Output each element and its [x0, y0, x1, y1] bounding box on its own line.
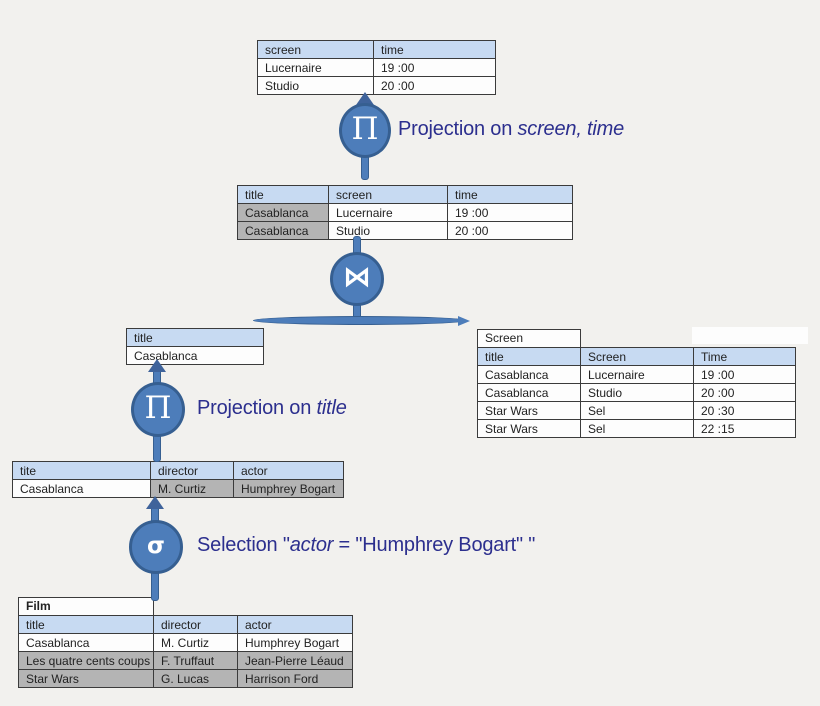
arrow-up-into-title-table [148, 359, 166, 372]
table-cell: 20 :00 [693, 383, 796, 402]
table-cell: F. Truffaut [153, 651, 238, 670]
join-collector-bar-tip [458, 316, 470, 326]
table-header-row: title Screen Time [477, 347, 796, 366]
table-header-row: title director actor [18, 615, 353, 634]
arrow-up-into-final-table [356, 92, 374, 105]
title-projection-table: title Casablanca [126, 328, 264, 365]
join-result-table: title screen time Casablanca Lucernaire … [237, 185, 573, 240]
projection-operator-title: Π [131, 382, 185, 437]
screen-relation-name: Screen [477, 329, 581, 348]
table-cell: 19 :00 [373, 58, 496, 77]
table-cell: 20 :00 [447, 221, 573, 240]
join-operator: ⋈ [330, 252, 384, 306]
background-white-patch [692, 327, 808, 344]
table-cell: Humphrey Bogart [237, 633, 353, 652]
table-cell: Studio [580, 383, 694, 402]
table-row: Casablanca M. Curtiz Humphrey Bogart [12, 479, 344, 498]
selection-result-table: tite director actor Casablanca M. Curtiz… [12, 461, 344, 498]
column-header: screen [328, 185, 448, 204]
column-header: actor [237, 615, 353, 634]
table-cell: 19 :00 [693, 365, 796, 384]
final-result-table: screen time Lucernaire 19 :00 Studio 20 … [257, 40, 496, 95]
table-header-row: title [126, 328, 264, 347]
arrow-up-into-selection-table [146, 496, 164, 509]
column-header: title [126, 328, 264, 347]
table-row: Casablanca Studio 20 :00 [477, 383, 796, 402]
annotation-projection-title: Projection on title [197, 397, 347, 419]
annotation-projection-screen-time: Projection on screen, time [398, 118, 625, 140]
table-cell: Lucernaire [328, 203, 448, 222]
table-cell: Harrison Ford [237, 669, 353, 688]
join-collector-bar [253, 316, 467, 325]
column-header: time [373, 40, 496, 59]
table-cell: M. Curtiz [150, 479, 234, 498]
table-cell: Lucernaire [257, 58, 374, 77]
annotation-selection-actor: Selection "actor = "Humphrey Bogart" " [197, 534, 536, 556]
table-cell: Studio [257, 76, 374, 95]
column-header: director [150, 461, 234, 480]
table-cell: M. Curtiz [153, 633, 238, 652]
table-cell: Humphrey Bogart [233, 479, 344, 498]
table-cell: Les quatre cents coups [18, 651, 154, 670]
table-row: Star Wars G. Lucas Harrison Ford [18, 669, 353, 688]
pi-icon: Π [144, 389, 172, 426]
column-header: title [18, 615, 154, 634]
table-row: Studio 20 :00 [257, 76, 496, 95]
projection-operator-top: Π [339, 103, 391, 158]
table-cell: Star Wars [18, 669, 154, 688]
column-header: Screen [580, 347, 694, 366]
table-cell: Casablanca [237, 221, 329, 240]
screen-relation-table: title Screen Time Casablanca Lucernaire … [477, 347, 796, 438]
table-cell: 22 :15 [693, 419, 796, 438]
table-row: Casablanca Lucernaire 19 :00 [237, 203, 573, 222]
table-cell: Casablanca [477, 365, 581, 384]
column-header: Time [693, 347, 796, 366]
column-header: director [153, 615, 238, 634]
table-cell: Casablanca [18, 633, 154, 652]
table-cell: Jean-Pierre Léaud [237, 651, 353, 670]
table-cell: Casablanca [477, 383, 581, 402]
column-header: title [237, 185, 329, 204]
pi-icon: Π [351, 110, 379, 147]
table-cell: Casablanca [12, 479, 151, 498]
column-header: screen [257, 40, 374, 59]
table-cell: Sel [580, 401, 694, 420]
table-cell: G. Lucas [153, 669, 238, 688]
table-cell: Lucernaire [580, 365, 694, 384]
column-header: title [477, 347, 581, 366]
table-cell: Star Wars [477, 401, 581, 420]
column-header: time [447, 185, 573, 204]
table-cell: 20 :30 [693, 401, 796, 420]
table-row: Casablanca Studio 20 :00 [237, 221, 573, 240]
selection-operator: σ [129, 520, 183, 574]
table-row: Casablanca M. Curtiz Humphrey Bogart [18, 633, 353, 652]
column-header: tite [12, 461, 151, 480]
bowtie-join-icon: ⋈ [343, 260, 371, 293]
table-header-row: tite director actor [12, 461, 344, 480]
table-cell: Casablanca [237, 203, 329, 222]
film-relation-table: title director actor Casablanca M. Curti… [18, 615, 353, 688]
table-row: Lucernaire 19 :00 [257, 58, 496, 77]
table-row: Casablanca Lucernaire 19 :00 [477, 365, 796, 384]
sigma-icon: σ [147, 532, 165, 559]
table-cell: 20 :00 [373, 76, 496, 95]
table-row: Les quatre cents coups F. Truffaut Jean-… [18, 651, 353, 670]
table-row: Star Wars Sel 22 :15 [477, 419, 796, 438]
table-cell: Studio [328, 221, 448, 240]
table-row: Star Wars Sel 20 :30 [477, 401, 796, 420]
column-header: actor [233, 461, 344, 480]
table-cell: Star Wars [477, 419, 581, 438]
table-header-row: title screen time [237, 185, 573, 204]
table-cell: 19 :00 [447, 203, 573, 222]
table-header-row: screen time [257, 40, 496, 59]
table-cell: Sel [580, 419, 694, 438]
film-relation-name: Film [18, 597, 154, 616]
